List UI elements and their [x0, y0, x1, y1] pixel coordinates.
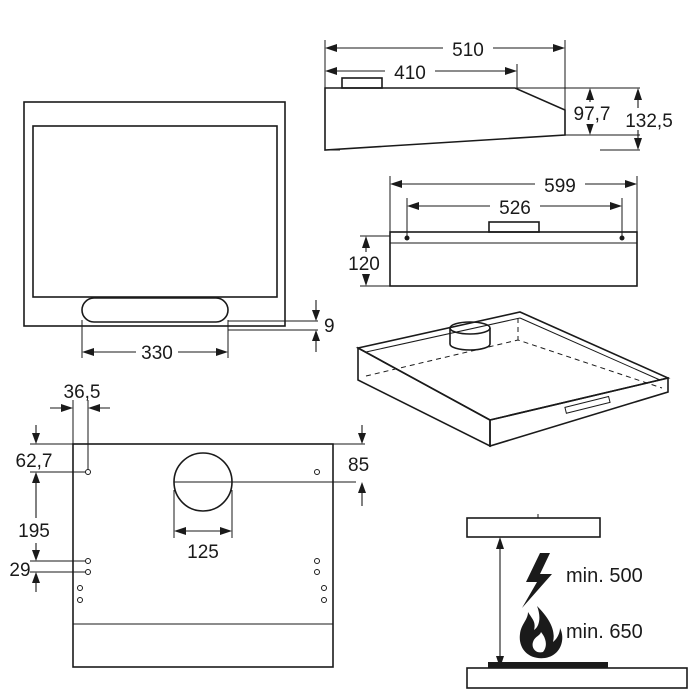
hood-3d-duct	[449, 321, 491, 351]
dim-top-label: 410	[394, 63, 426, 84]
dim-top-left-label: 62,7	[16, 451, 53, 472]
front-duct-collar	[488, 221, 540, 233]
hole-right-4	[321, 597, 327, 603]
light-panel	[81, 297, 229, 323]
hole-right-3	[321, 585, 327, 591]
clearance-diagram: min. 500 min. 650	[466, 514, 688, 689]
dim-duct-label: 125	[187, 542, 219, 563]
clearance-electric-label: min. 500	[566, 565, 643, 587]
dim-width-label: 330	[141, 343, 173, 364]
lightning-icon	[522, 553, 552, 608]
dim-top-right-label: 85	[348, 455, 369, 476]
dim-front-total-label: 599	[544, 176, 576, 197]
side-duct-collar	[341, 77, 383, 89]
dim-front-height-label: 120	[348, 254, 380, 275]
front-view: 599 526 120	[344, 173, 638, 287]
bottom-view: 330 9	[23, 101, 335, 364]
flame-icon	[519, 606, 563, 659]
burner	[488, 662, 608, 668]
dim-mid-label: 195	[18, 521, 50, 542]
dim-side-offset-label: 36,5	[64, 382, 101, 403]
hood-3d-view	[355, 311, 671, 448]
clearance-gas-label: min. 650	[566, 621, 643, 643]
hole-top-left	[85, 469, 91, 475]
hole-left-2	[85, 569, 91, 575]
dim-front-label: 97,7	[574, 104, 611, 125]
hole-right-1	[314, 558, 320, 564]
dim-spacing-label: 29	[9, 560, 30, 581]
hood-3d-side	[357, 346, 491, 448]
mounting-hole-right	[619, 235, 625, 241]
cooktop-section	[466, 667, 688, 689]
dim-back-label: 132,5	[625, 111, 673, 132]
hole-top-right	[314, 469, 320, 475]
hood-3d-front	[489, 376, 669, 448]
side-view: 510 410 97,7 132,5	[324, 37, 678, 151]
front-view-body	[389, 231, 638, 287]
side-view-body	[324, 87, 566, 151]
dim-offset-label: 9	[324, 316, 335, 337]
filter-panel	[32, 125, 278, 298]
hood-3d-light-bar	[564, 395, 611, 414]
hole-plan: 125 36,5 62,7 85 195	[9, 382, 369, 668]
hood-section	[466, 517, 601, 538]
dim-front-inner-label: 526	[499, 198, 531, 219]
hole-left-3	[77, 585, 83, 591]
hood-outer-frame	[23, 101, 286, 327]
hole-left-4	[77, 597, 83, 603]
hole-left-1	[85, 558, 91, 564]
dim-total-label: 510	[452, 40, 484, 61]
hole-right-2	[314, 569, 320, 575]
mounting-hole-left	[404, 235, 410, 241]
